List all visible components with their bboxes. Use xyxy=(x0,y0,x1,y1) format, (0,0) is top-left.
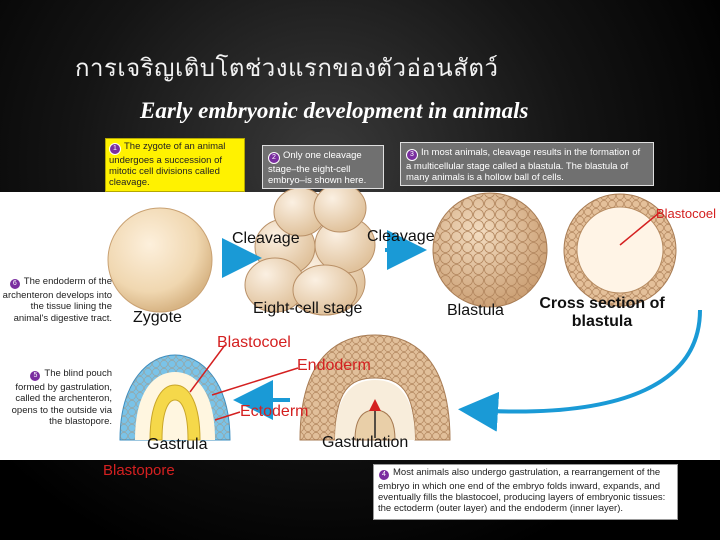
note-6-text: The endoderm of the archenteron develops… xyxy=(2,276,112,324)
step-5-icon: 5 xyxy=(29,370,42,382)
note-2-text: Only one cleavage stage–the eight-cell e… xyxy=(268,150,367,186)
label-cleavage-2: Cleavage xyxy=(367,228,435,245)
step-4-icon: 4 xyxy=(378,469,390,481)
label-zygote: Zygote xyxy=(133,309,182,326)
label-gastrula: Gastrula xyxy=(147,436,208,453)
blastula-illustration xyxy=(432,192,548,308)
main-title: Early embryonic development in animals xyxy=(140,98,529,123)
leader-lines xyxy=(189,211,661,421)
label-endoderm: Endoderm xyxy=(297,357,371,374)
label-blastopore: Blastopore xyxy=(103,462,175,479)
gastrula-illustration xyxy=(119,354,231,441)
eight-cell-illustration xyxy=(244,183,376,316)
note-3-text: In most animals, cleavage results in the… xyxy=(406,147,641,183)
label-blastocoel-top: Blastocoel xyxy=(656,206,716,221)
label-cross-section: Cross section of blastula xyxy=(539,295,665,330)
gastrulation-illustration xyxy=(299,334,451,441)
note-5-text: The blind pouch formed by gastrulation, … xyxy=(11,368,112,427)
step-6-icon: 6 xyxy=(8,278,21,290)
step-1-icon: 1 xyxy=(109,143,121,155)
cycle-arrows xyxy=(222,230,702,432)
label-blastocoel-mid: Blastocoel xyxy=(217,334,291,351)
step-3-icon: 3 xyxy=(406,149,418,161)
label-blastula: Blastula xyxy=(447,302,504,319)
note-4-text: Most animals also undergo gastrulation, … xyxy=(378,467,666,514)
label-ectoderm: Ectoderm xyxy=(240,403,309,420)
thai-title: การเจริญเติบโตช่วงแรกของตัวอ่อนสัตว์ xyxy=(75,54,499,82)
label-eight-cell: Eight-cell stage xyxy=(253,300,363,317)
note-1-text: The zygote of an animal undergoes a succ… xyxy=(109,141,226,188)
label-cleavage-1: Cleavage xyxy=(232,230,300,247)
label-gastrulation: Gastrulation xyxy=(322,434,409,451)
step-2-icon: 2 xyxy=(268,152,280,164)
zygote-illustration xyxy=(107,207,213,313)
